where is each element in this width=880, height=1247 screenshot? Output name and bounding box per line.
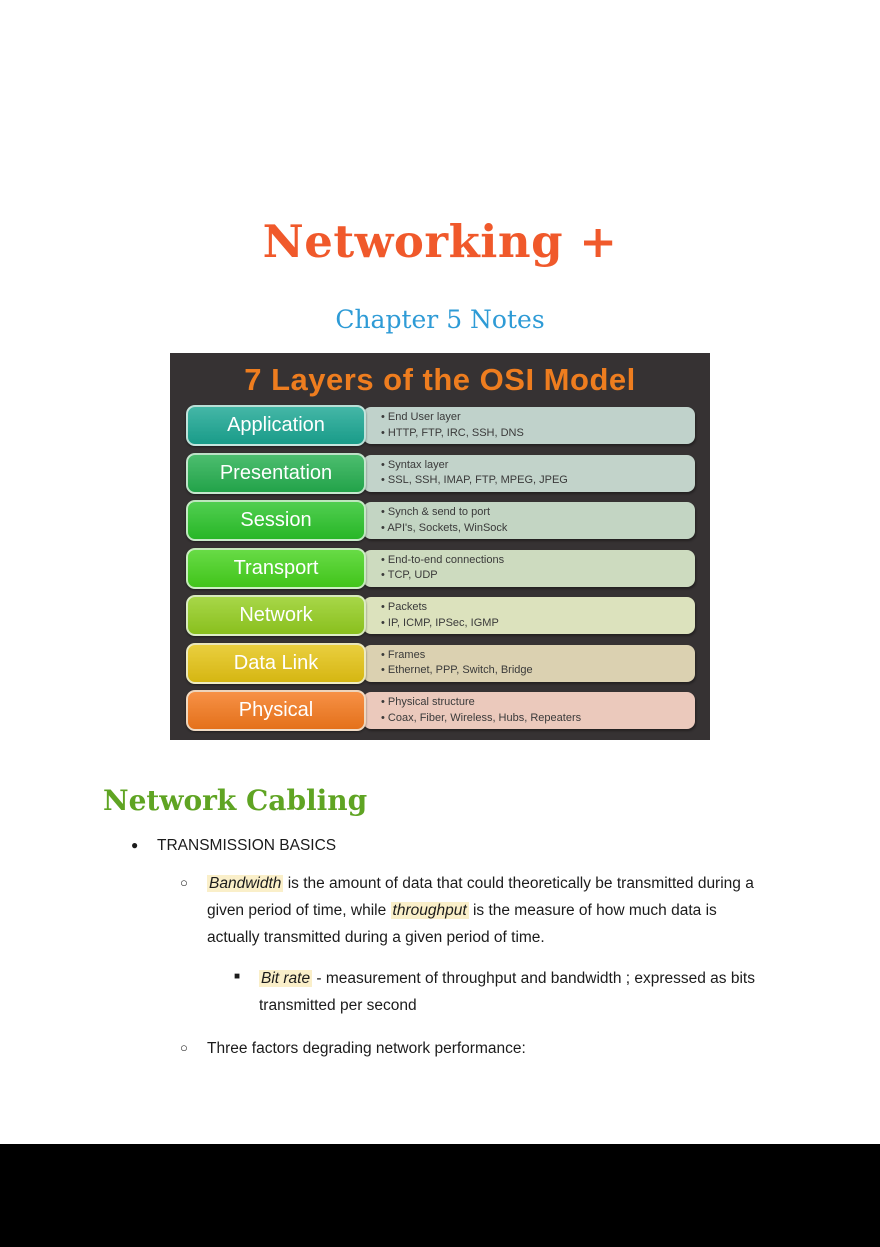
bullet-hollow-circle-icon: ○ (180, 1040, 188, 1055)
list-item-text: Three factors degrading network performa… (207, 1040, 526, 1057)
osi-layer-description: End User layer HTTP, FTP, IRC, SSH, DNS (363, 407, 695, 444)
osi-desc-line: Coax, Fiber, Wireless, Hubs, Repeaters (381, 711, 695, 727)
list-item-text: TRANSMISSION BASICS (157, 837, 337, 854)
osi-desc-line: API's, Sockets, WinSock (381, 521, 695, 537)
list-item: ○ Three factors degrading network perfor… (180, 1035, 767, 1062)
list-item: ● TRANSMISSION BASICS (131, 832, 337, 859)
list-item-text: is the amount of data that could theoret… (207, 875, 754, 919)
osi-row: Presentation Syntax layer SSL, SSH, IMAP… (186, 452, 695, 494)
bullet-hollow-circle-icon: ○ (180, 875, 188, 890)
bullet-filled-circle-icon: ● (131, 838, 139, 852)
osi-layer-button-application: Application (186, 405, 366, 446)
osi-layer-button-session: Session (186, 500, 366, 541)
osi-layer-description: Frames Ethernet, PPP, Switch, Bridge (363, 644, 695, 682)
osi-layer-description: Syntax layer SSL, SSH, IMAP, FTP, MPEG, … (363, 454, 695, 492)
document-subtitle: Chapter 5 Notes (335, 305, 545, 334)
osi-figure-title: 7 Layers of the OSI Model (244, 362, 636, 397)
list-item-text: - measurement of throughput and bandwidt… (259, 970, 755, 1014)
osi-row: Session Synch & send to port API's, Sock… (186, 500, 695, 541)
document-page: Networking + Chapter 5 Notes 7 Layers of… (0, 0, 880, 1144)
document-title: Networking + (262, 215, 618, 268)
osi-layer-button-data-link: Data Link (186, 642, 366, 684)
osi-row: Physical Physical structure Coax, Fiber,… (186, 690, 695, 731)
highlighted-term: Bit rate (259, 970, 313, 987)
osi-layer-description: Packets IP, ICMP, IPSec, IGMP (363, 597, 695, 634)
list-item: ○ Bandwidth is the amount of data that c… (180, 870, 763, 951)
osi-desc-line: End-to-end connections (381, 553, 695, 569)
osi-layer-button-network: Network (186, 595, 366, 636)
list-item-text: is the measure of how much data is actua… (207, 902, 717, 946)
list-item: ■ Bit rate - measurement of throughput a… (234, 965, 777, 1019)
osi-desc-line: Ethernet, PPP, Switch, Bridge (381, 663, 695, 679)
osi-layer-description: Physical structure Coax, Fiber, Wireless… (363, 692, 695, 729)
osi-desc-line: Packets (381, 600, 695, 616)
osi-row: Network Packets IP, ICMP, IPSec, IGMP (186, 595, 695, 636)
bullet-square-icon: ■ (234, 971, 241, 982)
highlighted-term: Bandwidth (207, 875, 284, 892)
osi-layer-description: End-to-end connections TCP, UDP (363, 549, 695, 587)
osi-layer-description: Synch & send to port API's, Sockets, Win… (363, 502, 695, 539)
osi-desc-line: Synch & send to port (381, 505, 695, 521)
osi-desc-line: Frames (381, 648, 695, 664)
osi-desc-line: HTTP, FTP, IRC, SSH, DNS (381, 426, 695, 442)
osi-desc-line: IP, ICMP, IPSec, IGMP (381, 616, 695, 632)
osi-layer-button-presentation: Presentation (186, 452, 366, 494)
osi-row: Transport End-to-end connections TCP, UD… (186, 547, 695, 589)
section-heading: Network Cabling (103, 784, 368, 817)
osi-layer-button-transport: Transport (186, 547, 366, 589)
highlighted-term: throughput (390, 902, 469, 919)
osi-row: Application End User layer HTTP, FTP, IR… (186, 405, 695, 446)
osi-desc-line: SSL, SSH, IMAP, FTP, MPEG, JPEG (381, 473, 695, 489)
osi-desc-line: End User layer (381, 410, 695, 426)
osi-desc-line: Physical structure (381, 695, 695, 711)
osi-rows-container: Application End User layer HTTP, FTP, IR… (186, 405, 695, 738)
osi-layer-button-physical: Physical (186, 690, 366, 731)
osi-desc-line: Syntax layer (381, 458, 695, 474)
osi-row: Data Link Frames Ethernet, PPP, Switch, … (186, 642, 695, 684)
osi-model-figure: 7 Layers of the OSI Model Application En… (170, 353, 710, 740)
osi-desc-line: TCP, UDP (381, 568, 695, 584)
